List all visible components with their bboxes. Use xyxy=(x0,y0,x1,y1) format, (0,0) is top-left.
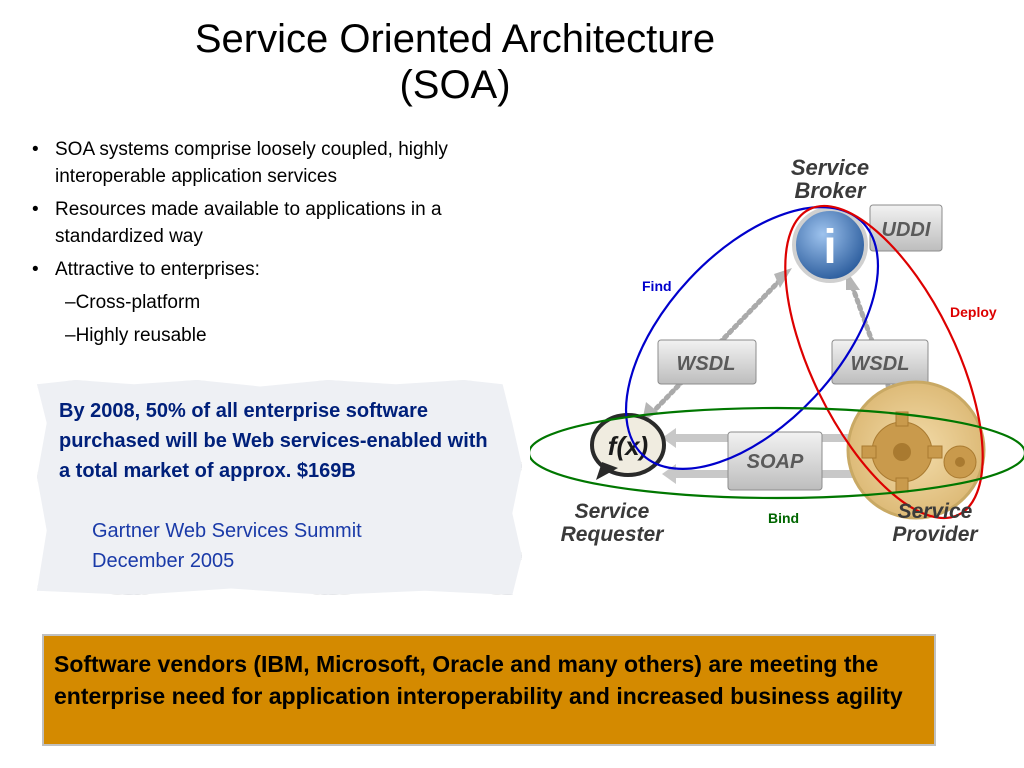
wsdl-right-label: WSDL xyxy=(851,353,910,375)
summary-box: Software vendors (IBM, Microsoft, Oracle… xyxy=(42,634,936,746)
info-glyph: i xyxy=(823,221,836,274)
wsdl-left-label: WSDL xyxy=(677,353,736,375)
bullet-item: Resources made available to applications… xyxy=(30,196,540,250)
find-ellipse xyxy=(624,206,880,470)
provider-label-2: Provider xyxy=(892,523,979,546)
find-label: Find xyxy=(642,278,672,294)
requester-label-1: Service xyxy=(575,500,650,523)
note-quote: By 2008, 50% of all enterprise software … xyxy=(59,400,488,482)
fx-glyph: f(x) xyxy=(608,431,648,461)
page-title: Service Oriented Architecture (SOA) xyxy=(110,16,800,108)
soa-diagram: UDDI i WSDL WSDL SOAP f(x) xyxy=(530,155,1024,546)
bullet-item: SOA systems comprise loosely coupled, hi… xyxy=(30,136,540,190)
soap-label: SOAP xyxy=(747,451,804,473)
requester-label-2: Requester xyxy=(561,523,666,546)
soap-box: SOAP xyxy=(727,431,823,491)
bind-ellipse xyxy=(530,406,1024,500)
bind-label: Bind xyxy=(768,510,799,526)
note-source: Gartner Web Services Summit December 200… xyxy=(92,516,512,576)
broker-label-2: Broker xyxy=(795,178,867,203)
function-bubble-icon: f(x) xyxy=(590,413,666,480)
bullet-item: Attractive to enterprises: xyxy=(30,256,540,283)
uddi-box: UDDI xyxy=(869,204,943,252)
sub-bullet-item: –Cross-platform xyxy=(65,292,201,313)
wsdl-left-box: WSDL xyxy=(657,339,757,385)
bullet-list: SOA systems comprise loosely coupled, hi… xyxy=(30,136,540,349)
provider-label-1: Service xyxy=(898,500,973,523)
deploy-ellipse xyxy=(784,204,984,520)
info-icon: i xyxy=(792,207,868,283)
wsdl-right-box: WSDL xyxy=(831,339,929,385)
uddi-label: UDDI xyxy=(882,219,931,241)
title-line-1: Service Oriented Architecture xyxy=(194,17,716,61)
deploy-label: Deploy xyxy=(950,304,997,320)
note-source-line-2: December 2005 xyxy=(92,550,235,572)
sub-bullet-item: –Highly reusable xyxy=(65,325,207,346)
torn-paper-note xyxy=(37,380,522,595)
note-source-line-1: Gartner Web Services Summit xyxy=(92,520,362,542)
broker-label-1: Service xyxy=(791,155,869,180)
title-line-2: (SOA) xyxy=(399,63,511,107)
gears-icon xyxy=(846,380,986,520)
